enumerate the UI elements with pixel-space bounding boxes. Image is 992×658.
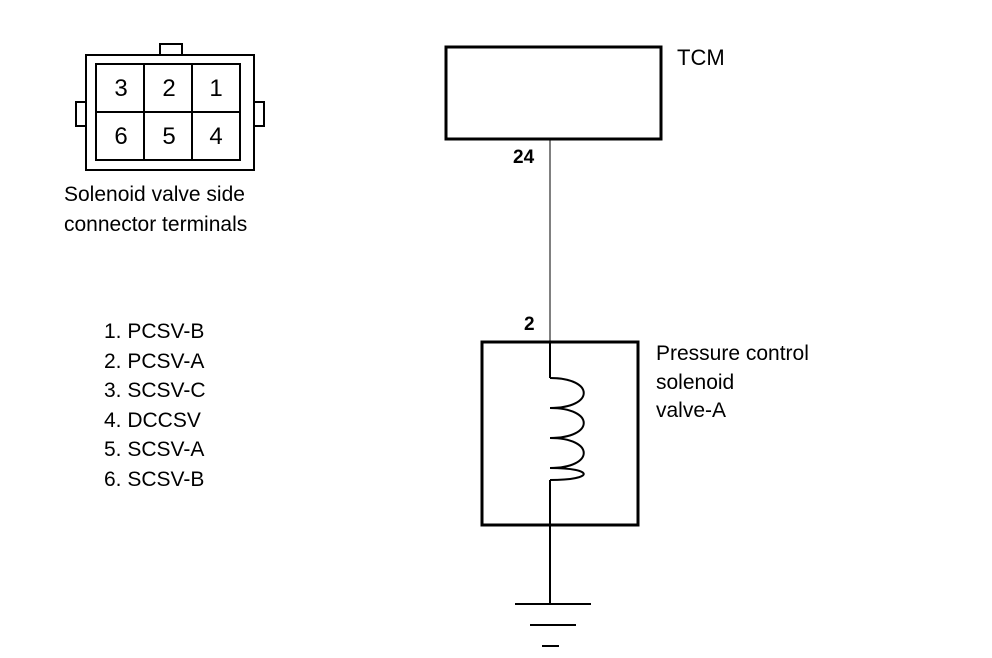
solenoid-pin-number: 2 [524, 314, 535, 335]
tcm-pin-number: 24 [513, 147, 535, 168]
connector-pin-3: 3 [114, 75, 127, 102]
pin-list-item: 5. SCSV-A [104, 438, 205, 461]
connector-drawing [75, 43, 265, 171]
connector-pin-1: 1 [209, 75, 222, 102]
pin-list-item: 6. SCSV-B [104, 467, 205, 491]
coil-symbol [549, 342, 585, 525]
solenoid-label-line: solenoid [656, 370, 735, 394]
solenoid-label-line: valve-A [656, 399, 727, 422]
connector-pin-6: 6 [114, 123, 127, 150]
connector-pin-5: 5 [162, 123, 175, 150]
ground-symbol [515, 525, 591, 647]
pin-list-item: 4. DCCSV [104, 408, 201, 432]
pin-list-item: 3. SCSV-C [104, 379, 206, 402]
solenoid-box [480, 340, 640, 527]
solenoid-label: Pressure control solenoid valve-A [656, 340, 809, 426]
pin-list-item: 2. PCSV-A [104, 349, 205, 373]
tcm-label: TCM [677, 45, 725, 70]
connector-caption-line: Solenoid valve side [64, 183, 245, 206]
solenoid-label-line: Pressure control [656, 342, 809, 365]
connector-caption: Solenoid valve side connector terminals [64, 180, 247, 240]
pin-function-list: 1. PCSV-B 2. PCSV-A 3. SCSV-C 4. DCCSV 5… [104, 317, 206, 494]
connector-caption-line: connector terminals [64, 213, 248, 236]
connector-pin-4: 4 [209, 123, 222, 150]
tcm-box [444, 45, 663, 141]
connector-pin-2: 2 [162, 75, 175, 102]
connector-pin-numbers: 3 2 1 6 5 4 [114, 75, 222, 150]
pin-list-item: 1. PCSV-B [104, 320, 205, 343]
